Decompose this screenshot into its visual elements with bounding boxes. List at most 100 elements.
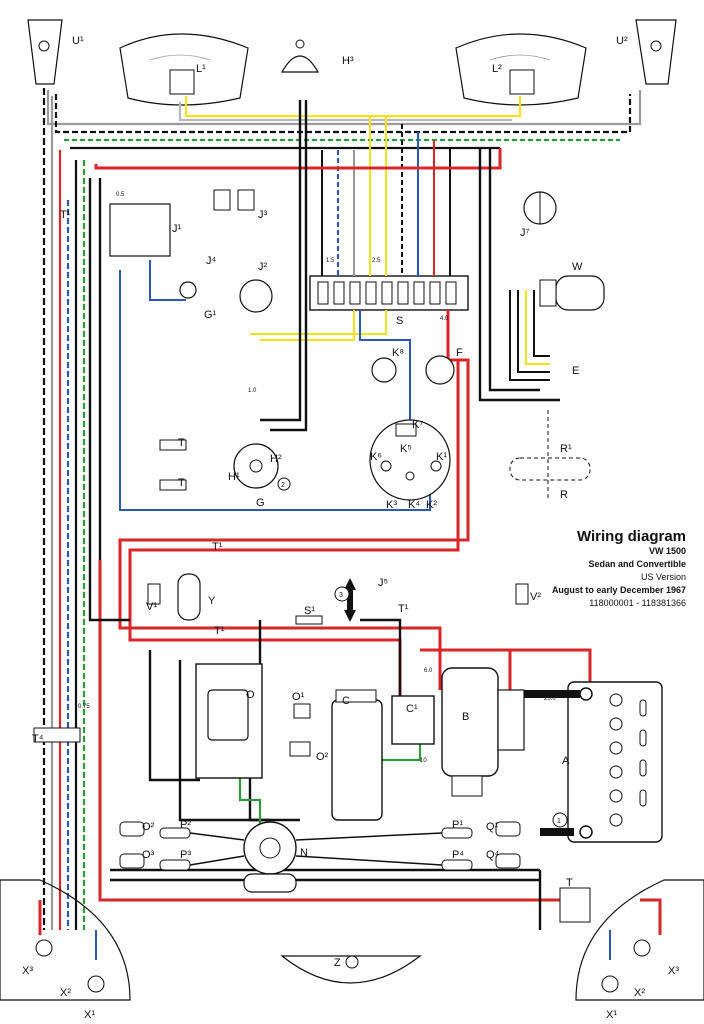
plug-leads	[189, 832, 443, 866]
label-R: R	[560, 489, 568, 501]
label-C1: C¹	[406, 703, 418, 715]
generator-B	[441, 667, 525, 797]
spark-plugs-left	[119, 821, 191, 871]
label-T1-right: T¹	[398, 603, 409, 615]
label-W: W	[572, 261, 583, 273]
switch-V2	[515, 583, 529, 605]
switch-J7	[523, 191, 557, 225]
label-P3: P³	[180, 849, 191, 861]
spark-plugs-right	[441, 821, 521, 871]
label-J2: J²	[258, 261, 268, 273]
label-Z: Z	[334, 957, 341, 969]
license-lamp-Z	[280, 955, 422, 984]
label-N: N	[300, 847, 308, 859]
marker-2: 2	[281, 482, 285, 489]
sender-O2	[289, 741, 311, 757]
label-K3: K³	[386, 499, 397, 511]
gauge-label: 0.5	[116, 192, 125, 198]
ignition-coil-O	[195, 663, 263, 779]
gauge-label-battery: 25.0	[544, 696, 556, 702]
label-T1-top: T¹	[60, 209, 71, 221]
gauge-label: 1.5	[326, 258, 335, 264]
resistor-R1	[509, 410, 591, 500]
wiper-motor-W	[539, 275, 605, 311]
title-block: Wiring diagram VW 1500 Sedan and Convert…	[552, 528, 686, 610]
relay-J1	[109, 203, 171, 257]
label-E: E	[572, 365, 579, 377]
label-U1: U¹	[72, 35, 84, 47]
label-H2: H²	[270, 453, 282, 465]
label-T-rear: T	[566, 877, 573, 889]
label-L1: L¹	[196, 63, 206, 75]
fuse-feed-wires	[250, 116, 451, 341]
label-G1: G¹	[204, 309, 217, 321]
switch-K8	[371, 357, 397, 383]
label-J4: J⁴	[206, 255, 217, 267]
rear-light-right	[575, 879, 704, 1001]
chassis-range: 118000001 - 118381366	[589, 598, 686, 608]
rear-light-left	[0, 879, 131, 1001]
label-V2: V²	[530, 591, 541, 603]
label-Q4: Q⁴	[486, 849, 500, 861]
label-C: C	[342, 695, 350, 707]
label-H1: H¹	[228, 471, 240, 483]
marker-1: 1	[557, 818, 561, 825]
label-P1: P¹	[452, 819, 463, 831]
gauge-label: 10	[420, 758, 427, 764]
turn-signal-right	[635, 19, 677, 85]
label-O: O	[246, 689, 255, 701]
label-X2-left: X²	[60, 987, 71, 999]
connectors-T-rear	[33, 727, 591, 923]
label-T-mid2: T	[178, 477, 185, 489]
arrow-3	[344, 578, 356, 622]
headlight-left	[119, 33, 249, 106]
headlight-right	[455, 33, 587, 106]
gauge-label: 4.0	[440, 316, 449, 322]
light-switch-G	[233, 443, 290, 490]
label-L2: L²	[492, 63, 502, 75]
gauge-J2	[239, 279, 273, 313]
label-O2-plug: O²	[142, 821, 155, 833]
harness-top	[46, 90, 642, 150]
label-F: F	[456, 347, 463, 359]
label-Q1: Q¹	[486, 821, 499, 833]
dome-lamp	[280, 39, 320, 73]
label-T1-mid: T¹	[212, 541, 223, 553]
connectors-T-left	[159, 439, 187, 491]
label-R1: R¹	[560, 443, 572, 455]
label-B: B	[462, 711, 469, 723]
label-S1: S¹	[304, 605, 315, 617]
gauge-label: 1.0	[248, 388, 257, 394]
circle-markers	[277, 477, 568, 828]
label-T1-lower: T¹	[214, 625, 225, 637]
label-J1: J¹	[172, 223, 182, 235]
label-K6: K⁶	[370, 451, 382, 463]
label-X1-right: X¹	[606, 1009, 617, 1021]
label-H3: H³	[342, 55, 354, 67]
label-J5: J⁵	[378, 577, 388, 589]
label-U2: U²	[616, 35, 628, 47]
instrument-cluster	[369, 419, 451, 501]
battery-cable	[524, 690, 580, 698]
label-X3-right: X³	[668, 965, 679, 977]
label-J7: J⁷	[520, 227, 530, 239]
period: August to early December 1967	[551, 585, 686, 595]
diagram-title: Wiring diagram	[576, 528, 686, 545]
model: VW 1500	[648, 546, 686, 556]
label-X2-right: X²	[634, 987, 645, 999]
label-X1-left: X¹	[84, 1009, 95, 1021]
horn-Y	[177, 573, 201, 621]
starter-C	[331, 689, 383, 821]
label-J3: J³	[258, 209, 268, 221]
label-K7: K⁷	[412, 419, 423, 431]
wiper-switch-E	[509, 290, 550, 381]
sender-G1	[179, 281, 197, 299]
label-K2: K²	[426, 499, 437, 511]
connector-S1	[295, 615, 323, 625]
label-Y: Y	[208, 595, 216, 607]
label-V1: V¹	[146, 601, 157, 613]
label-T4: T⁴	[32, 733, 44, 745]
label-X3-left: X³	[22, 965, 33, 977]
label-S: S	[396, 315, 403, 327]
